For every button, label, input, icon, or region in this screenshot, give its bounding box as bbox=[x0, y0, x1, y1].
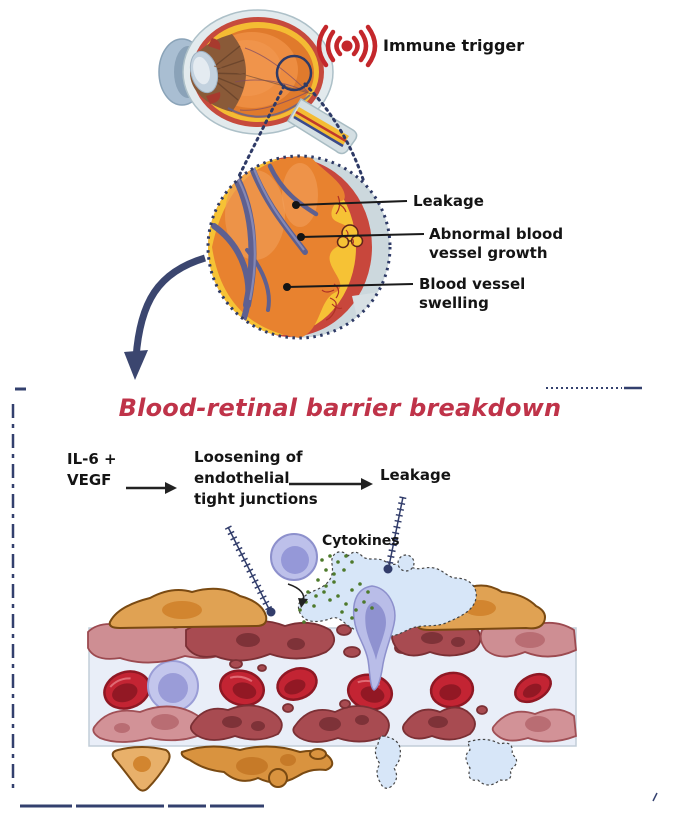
magnifier-connector-lines bbox=[236, 82, 366, 184]
loosening-line3: tight junctions bbox=[194, 490, 318, 508]
callout-leakage-label: Leakage bbox=[413, 192, 484, 210]
il6-vegf-label: IL-6 + VEGF bbox=[67, 449, 117, 491]
callout-swelling-line2: swelling bbox=[419, 294, 489, 312]
callout-abnormal-label: Abnormal blood vessel growth bbox=[429, 225, 563, 263]
loosening-line1: Loosening of bbox=[194, 448, 303, 466]
zoom-target-circle bbox=[275, 54, 313, 92]
immune-trigger-label: Immune trigger bbox=[383, 36, 525, 55]
panel-dashed-frame bbox=[11, 386, 658, 808]
section-title: Blood-retinal barrier breakdown bbox=[118, 394, 562, 422]
endothelium-bottom bbox=[92, 699, 577, 743]
curved-down-arrow bbox=[124, 254, 207, 380]
flow-arrow-2 bbox=[289, 478, 373, 490]
flow-arrow-1 bbox=[126, 482, 177, 494]
vessel-illustration bbox=[87, 533, 577, 792]
cytokine-particles bbox=[298, 554, 374, 624]
magnified-retina-circle bbox=[206, 154, 392, 340]
loosening-line2: endothelial bbox=[194, 469, 290, 487]
hatched-pointer-loosening bbox=[224, 525, 276, 617]
eye-illustration bbox=[158, 9, 358, 155]
lumen-leukocyte bbox=[147, 660, 199, 712]
motion-arrow bbox=[287, 583, 308, 608]
callout-abnormal-line1: Abnormal blood bbox=[429, 225, 564, 243]
callout-abnormal-line2: vessel growth bbox=[429, 244, 548, 262]
leakage-result-label: Leakage bbox=[380, 466, 451, 484]
hatched-pointer-leakage bbox=[383, 496, 407, 574]
red-blood-cells bbox=[103, 660, 552, 712]
transmigrating-leukocyte bbox=[352, 585, 396, 691]
callout-swelling-label: Blood vessel swelling bbox=[419, 275, 525, 313]
loosening-label: Loosening of endothelial tight junctions bbox=[194, 447, 318, 510]
retina-callout-dots bbox=[283, 201, 305, 291]
immune-trigger-icon bbox=[316, 24, 378, 68]
retina-callout-lines bbox=[286, 200, 425, 288]
cytokines-label: Cytokines bbox=[322, 533, 400, 549]
il6-line1: IL-6 + bbox=[67, 450, 117, 468]
callout-swelling-line1: Blood vessel bbox=[419, 275, 526, 293]
cytokine-cell bbox=[270, 533, 318, 581]
il6-line2: VEGF bbox=[67, 471, 112, 489]
